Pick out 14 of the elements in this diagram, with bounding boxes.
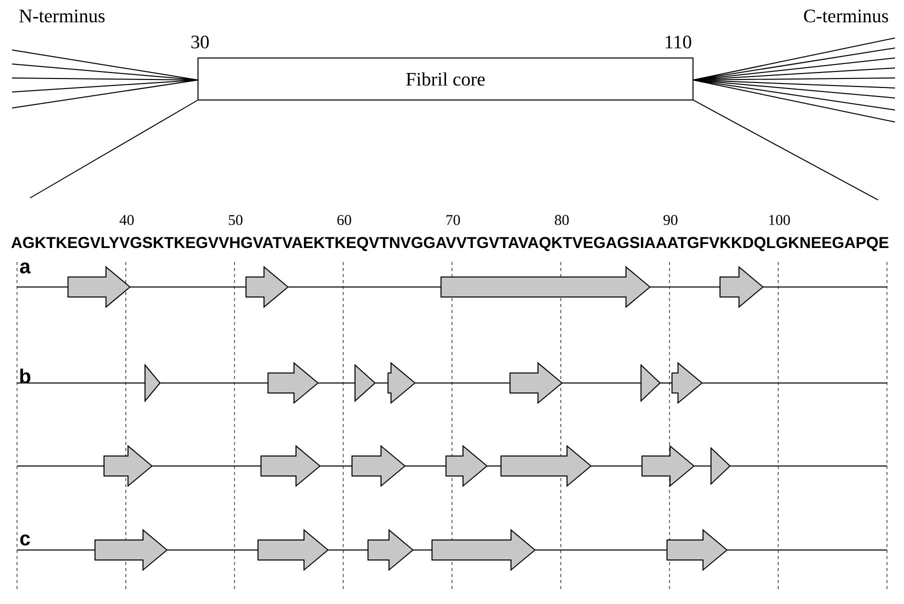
sequence-text: AGKTKEGVLYVGSKTKEGVVHGVATVAEKTKEQVTNVGGAVVTGVTAVAQKTVEGAGSIAAATGFVKKDQLGKNEEGAPQE	[11, 236, 888, 252]
panel-letter: c	[20, 534, 30, 546]
residue-number: 30	[191, 36, 209, 48]
residue-number: 60	[337, 214, 352, 226]
residue-number: 70	[446, 214, 460, 226]
terminus-label: N-terminus	[19, 10, 105, 22]
panel-letter: a	[20, 262, 31, 274]
fibril-core-box: Fibril core	[198, 58, 694, 100]
residue-number: 100	[769, 214, 790, 226]
residue-number: 80	[554, 214, 569, 226]
residue-number: 90	[664, 214, 678, 226]
residue-number: 50	[228, 214, 242, 226]
terminus-label: C-terminus	[804, 10, 888, 22]
residue-number: 40	[120, 214, 134, 226]
